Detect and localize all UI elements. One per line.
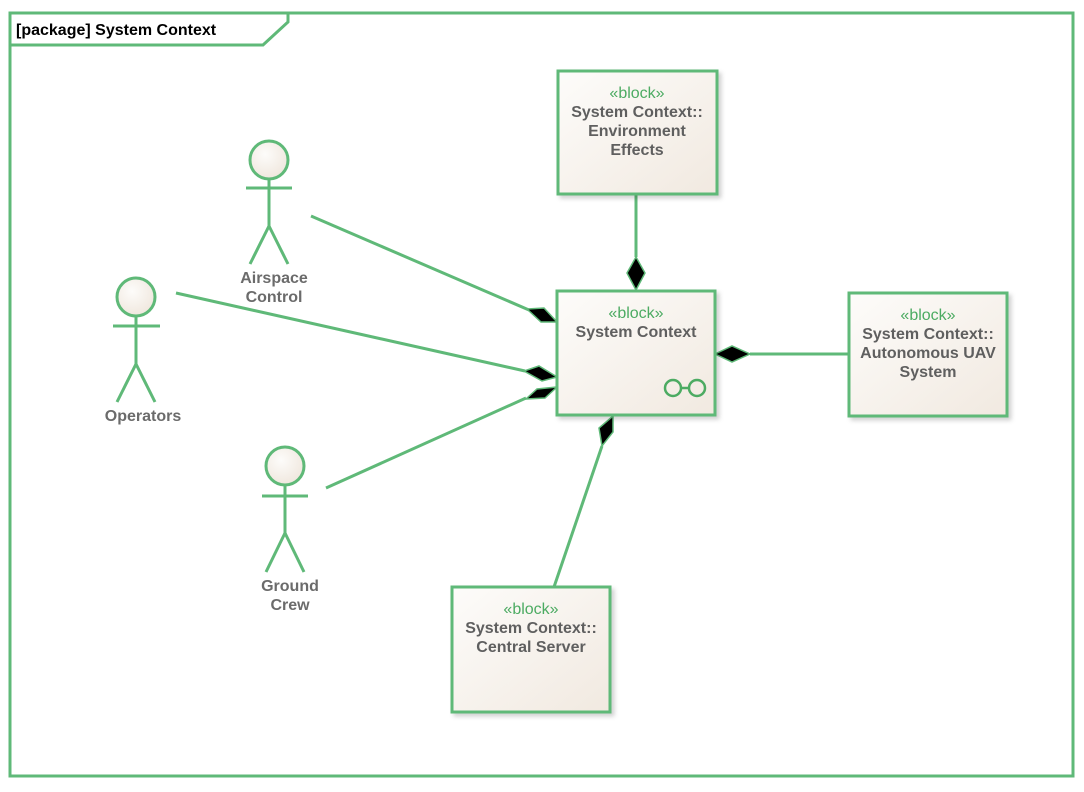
composition-diamonds <box>522 255 752 448</box>
actor-ground-head <box>264 445 306 487</box>
frame-title: [package] System Context <box>16 22 217 39</box>
block-server-name-line2: Central Server <box>476 639 585 656</box>
block-system-name: System Context <box>576 324 698 341</box>
block-environment-stereotype: «block» <box>609 85 664 102</box>
block-autonomous-uav-system[interactable]: «block» System Context:: Autonomous UAV … <box>847 291 1009 418</box>
composite-structure-icon <box>663 378 707 398</box>
actor-ground-label-line1: Ground <box>261 578 319 595</box>
block-system-stereotype: «block» <box>608 305 663 322</box>
connector-server-system[interactable] <box>552 445 604 588</box>
connectors <box>175 194 848 588</box>
actor-operators-label: Operators <box>105 408 182 425</box>
actor-ground-crew[interactable]: Ground Crew <box>261 445 319 614</box>
block-environment-name-line2: Environment <box>588 123 686 140</box>
diamond-airspace <box>525 307 559 323</box>
connector-airspace-system[interactable] <box>310 214 530 312</box>
diamond-uav <box>713 345 752 363</box>
connector-operators-system[interactable] <box>175 291 526 373</box>
block-uav-stereotype: «block» <box>900 307 955 324</box>
actor-airspace-label-line1: Airspace <box>240 270 308 287</box>
block-uav-name-line1: System Context:: <box>862 326 994 343</box>
connector-ground-system[interactable] <box>325 396 527 490</box>
block-system-context[interactable]: «block» System Context <box>555 289 717 417</box>
frame-title-tab <box>8 11 290 47</box>
actor-operators-head <box>115 276 157 318</box>
block-environment-name-line1: System Context:: <box>571 104 703 121</box>
diamond-environment <box>626 255 646 292</box>
block-uav-name-line3: System <box>900 364 957 381</box>
block-environment-effects[interactable]: «block» System Context:: Environment Eff… <box>556 69 719 196</box>
diamond-server <box>598 414 614 448</box>
block-server-stereotype: «block» <box>503 601 558 618</box>
block-environment-name-line3: Effects <box>610 142 663 159</box>
diamond-ground <box>523 386 560 400</box>
actor-operators[interactable]: Operators <box>105 276 182 425</box>
actor-ground-label-line2: Crew <box>270 597 310 614</box>
block-central-server[interactable]: «block» System Context:: Central Server <box>450 585 612 714</box>
diamond-operators <box>522 365 559 382</box>
block-server-name-line1: System Context:: <box>465 620 597 637</box>
actor-airspace-control[interactable]: Airspace Control <box>240 139 308 306</box>
block-uav-name-line2: Autonomous UAV <box>860 345 996 362</box>
actor-airspace-head <box>248 139 290 181</box>
actor-airspace-label-line2: Control <box>246 289 303 306</box>
